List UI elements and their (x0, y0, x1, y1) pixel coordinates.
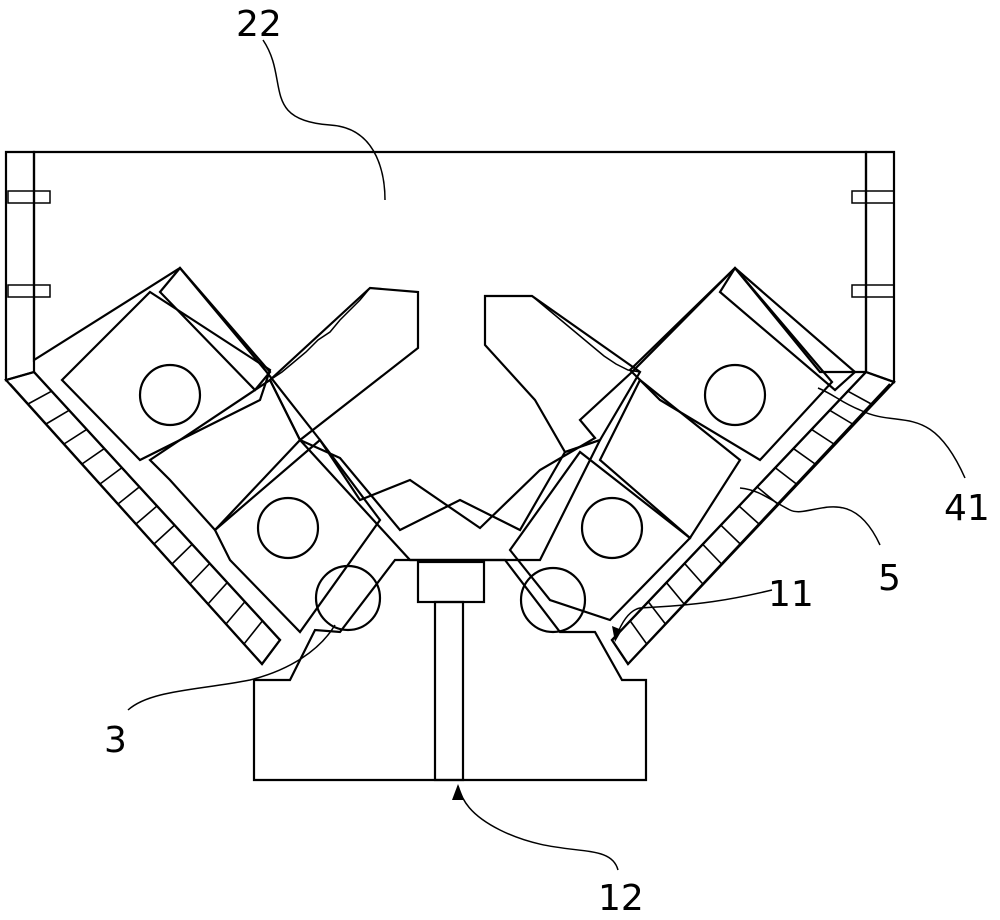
liner-segment-divider (189, 562, 211, 585)
base-block (252, 558, 648, 782)
upper-body (32, 150, 868, 530)
callout-11: 11 (768, 574, 814, 615)
liner-segment-divider (243, 620, 264, 645)
callout-5: 5 (878, 558, 901, 599)
serrated-inserts (268, 286, 642, 454)
fixing-screws (7, 190, 895, 298)
outer-housing (4, 150, 896, 666)
callout-labels: 22 41 5 11 3 12 (104, 4, 990, 919)
liner-segment-divider (720, 524, 741, 545)
liner-segment-divider (81, 447, 105, 465)
liner-segment-divider (27, 390, 52, 405)
liner-segment-divider (117, 486, 140, 505)
liner-segment-divider (225, 601, 246, 625)
liner-segment-divider (683, 562, 704, 585)
callout-41: 41 (944, 488, 990, 529)
liner-segment-divider (829, 409, 853, 425)
callout-12: 12 (598, 878, 644, 919)
liner-segment-divider (207, 582, 228, 605)
liner-segment-divider (171, 543, 193, 565)
liner-segment-divider (63, 428, 88, 445)
leader-lines (127, 39, 966, 871)
liner-segment-divider (99, 467, 123, 485)
bearing-blocks (60, 266, 857, 634)
callout-22: 22 (236, 4, 282, 45)
liner-segment-divider (647, 601, 667, 625)
liner-segment-divider (738, 505, 760, 525)
liner-segment-divider (702, 543, 723, 565)
liner-segment-divider (774, 467, 797, 485)
liner-segment-divider (45, 409, 70, 425)
liner-segment-divider (847, 390, 872, 405)
liner-segment-divider (665, 582, 685, 605)
liner-segment-divider (792, 447, 816, 465)
central-channel (299, 438, 603, 562)
rollers (138, 363, 767, 634)
callout-3: 3 (104, 720, 127, 761)
liner-segment-divider (135, 505, 158, 525)
liner-segment-divider (153, 524, 176, 545)
segmented-liner (9, 371, 891, 666)
liner-segment-divider (629, 620, 648, 645)
liner-segment-divider (811, 428, 835, 445)
